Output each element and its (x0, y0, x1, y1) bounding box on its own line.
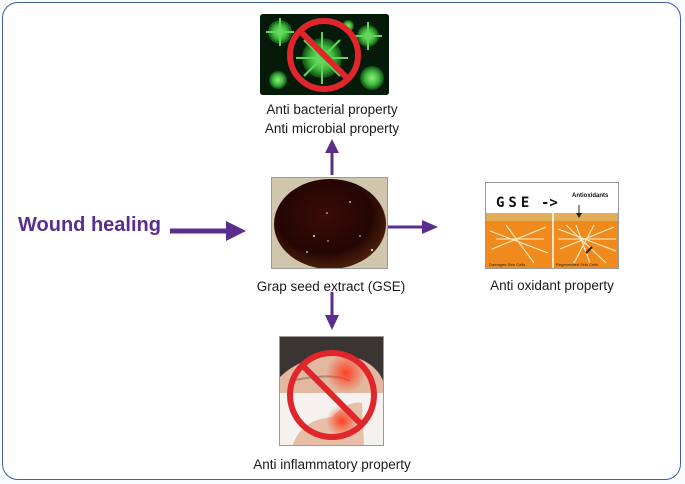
skin-cells-image (486, 205, 618, 268)
antioxidant-image: GSE -> Antioxidants Damaged Skin Cells R… (485, 182, 619, 269)
antimicrobial-label-line2: Anti microbial property (264, 121, 400, 136)
arrow-right (386, 220, 438, 234)
gse-label: Grap seed extract (GSE) (256, 279, 406, 294)
gse-word: GSE (496, 195, 534, 211)
antibacterial-label-line1: Anti bacterial property (266, 102, 398, 117)
arrow-wound-to-gse (170, 221, 246, 241)
gse-arrow-text: -> (541, 195, 558, 211)
antiinflammatory-label: Anti inflammatory property (253, 457, 411, 472)
extract-image (272, 178, 387, 268)
regenerated-cells-caption: Regenerated Skin Cells (556, 262, 599, 267)
prohibition-icon (287, 350, 377, 440)
arrow-down (325, 292, 339, 330)
antibacterial-image (260, 14, 389, 95)
gse-extract-image (271, 177, 388, 269)
arrow-up (325, 139, 339, 175)
antioxidants-text: Antioxidants (572, 193, 609, 199)
damaged-cells-caption: Damaged Skin Cells (489, 262, 526, 267)
prohibition-icon (287, 18, 361, 92)
wound-healing-title: Wound healing (18, 214, 161, 236)
antioxidant-label: Anti oxidant property (490, 278, 614, 293)
antiinflammatory-image (279, 336, 384, 446)
